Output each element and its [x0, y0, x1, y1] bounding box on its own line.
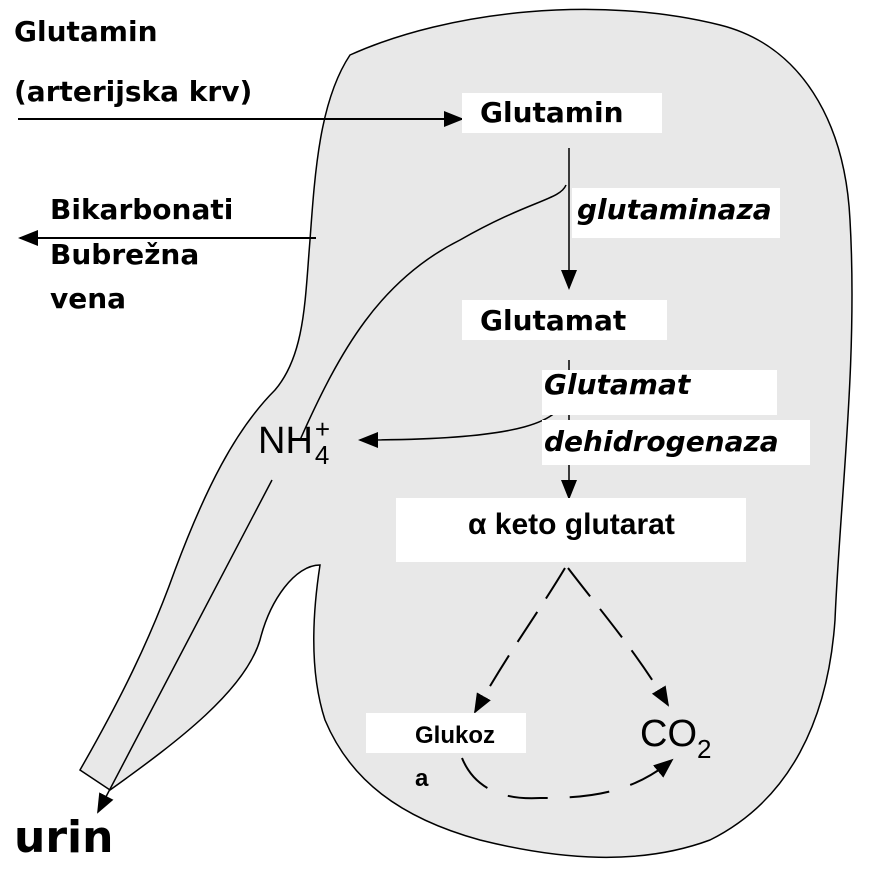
glutamat-label: Glutamat — [480, 304, 626, 337]
alpha-keto-label: α keto glutarat — [468, 508, 675, 542]
bubrezna-label: Bubrežna — [50, 238, 199, 271]
co2-label: CO2 — [640, 715, 711, 753]
glukoza-line1-label: Glukoz — [415, 722, 495, 750]
glukoza-line2-label: a — [415, 765, 428, 793]
ammonium-charge: + — [315, 416, 330, 442]
glutamin-source-label: Glutamin — [14, 15, 158, 48]
ammonium-label: NH + 4 — [258, 422, 335, 460]
urin-label: urin — [14, 812, 113, 863]
glutamat-dh-line1-label: Glutamat — [544, 368, 690, 401]
bikarbonati-label: Bikarbonati — [50, 193, 233, 226]
co2-base: CO — [640, 713, 697, 755]
co2-index: 2 — [697, 734, 711, 764]
ammonium-index: 4 — [315, 442, 329, 468]
vena-label: vena — [50, 282, 126, 315]
ammonium-base: NH — [258, 420, 313, 462]
glutamin-label: Glutamin — [480, 96, 624, 129]
glutaminaza-label: glutaminaza — [577, 193, 772, 226]
arterijska-krv-label: (arterijska krv) — [14, 75, 252, 108]
glutamat-dh-line2-label: dehidrogenaza — [544, 425, 779, 458]
